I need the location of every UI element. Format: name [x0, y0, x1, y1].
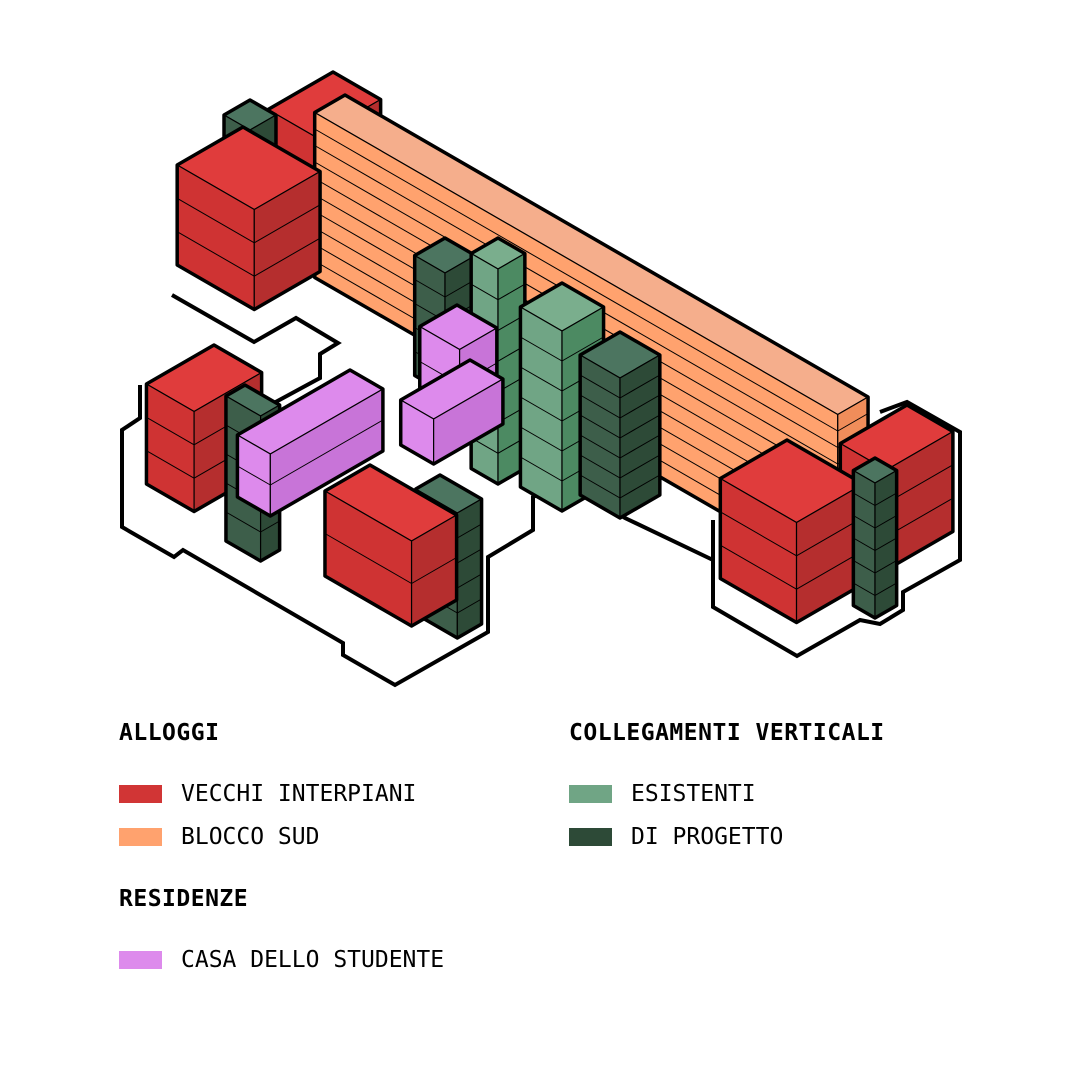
stair-tower-existing-large-outline	[518, 281, 606, 513]
stair-tower-east-new-outline	[851, 456, 899, 620]
stair-tower-east-new-floor-line	[853, 515, 876, 529]
swatch-blocco-sud	[119, 827, 162, 846]
stair-tower-existing-large-floor-line	[561, 336, 604, 362]
student-house-bar-floor-line	[237, 465, 271, 486]
stair-tower-east-new-floor-line	[853, 560, 876, 574]
stair-tower-south-new-floor-line	[457, 548, 482, 564]
stair-tower-existing-large-floor-line	[520, 426, 563, 452]
stair-tower-east-center-new-floor-line	[579, 374, 621, 399]
legend-item-casa-dello-studente: CASA DELLO STUDENTE	[119, 938, 444, 981]
swatch-di-progetto	[569, 827, 612, 846]
student-house-small-outline	[398, 358, 505, 466]
stair-tower-east-center-new-floor-line	[619, 414, 661, 439]
red-block-west-floor-line	[146, 416, 195, 446]
stair-tower-east-new-floor-line	[853, 537, 876, 551]
stair-tower-east-center-new-right-face	[619, 354, 661, 519]
red-block-north-floor-line	[254, 204, 321, 244]
legend-title-residenze: RESIDENZE	[119, 886, 249, 912]
red-block-south-outline	[323, 463, 459, 628]
blocco-sud-floor-line	[314, 128, 839, 432]
legend-label: CASA DELLO STUDENTE	[181, 946, 445, 973]
stair-tower-east-center-new-floor-line	[619, 474, 661, 499]
stair-tower-east-new-floor-line	[874, 515, 897, 529]
stair-tower-east-center-new-floor-line	[619, 394, 661, 419]
site-outline-east	[711, 399, 962, 659]
red-block-east-floor-line	[720, 511, 797, 557]
legend-item-di-progetto: DI PROGETTO	[569, 815, 885, 858]
stair-tower-south-new-right-face	[456, 498, 483, 639]
legend-label: DI PROGETTO	[631, 823, 784, 850]
stair-tower-east-center-new-floor-line	[579, 394, 621, 419]
stair-tower-east-center-new-floor-line	[579, 474, 621, 499]
stair-tower-east-new-floor-line	[874, 582, 897, 596]
stair-tower-center-new-floor-line	[414, 279, 446, 298]
stair-tower-west-new-floor-line	[260, 520, 280, 533]
legend-label: BLOCCO SUD	[181, 823, 320, 850]
stair-tower-east-new-floor-line	[853, 582, 876, 596]
legend-item-blocco-sud: BLOCCO SUD	[119, 815, 416, 858]
red-block-east-floor-line	[720, 544, 797, 590]
red-block-north-floor-line	[176, 197, 255, 244]
stair-tower-existing-large-floor-line	[520, 396, 563, 422]
stair-tower-existing-large-floor-line	[520, 336, 563, 362]
site-outline-west	[120, 385, 580, 688]
stair-tower-east-center-new-floor-line	[619, 374, 661, 399]
legend-item-vecchi-interpiani: VECCHI INTERPIANI	[119, 772, 416, 815]
red-block-north-floor-line	[254, 237, 321, 277]
stair-tower-east-center-new-floor-line	[619, 434, 661, 459]
legend-label: VECCHI INTERPIANI	[181, 780, 417, 807]
site-outline-north	[171, 293, 342, 406]
stair-tower-existing-small-floor-line	[470, 283, 499, 301]
stair-tower-east-center-new-left-face	[579, 354, 621, 519]
legend-item-esistenti: ESISTENTI	[569, 772, 885, 815]
stair-tower-south-new-outline	[414, 473, 484, 640]
legend-collegamenti: COLLEGAMENTI VERTICALI ESISTENTI DI PROG…	[569, 720, 885, 858]
legend-residenze: RESIDENZE CASA DELLO STUDENTE	[119, 886, 444, 981]
red-block-south-floor-line	[324, 533, 412, 584]
stair-tower-south-new-floor-line	[457, 598, 482, 614]
stair-tower-east-center-new-floor-line	[579, 434, 621, 459]
student-house-bar-outline	[235, 368, 385, 518]
stair-tower-east-new-floor-line	[874, 560, 897, 574]
stair-tower-existing-large-floor-line	[520, 366, 563, 392]
red-block-south-floor-line	[411, 557, 457, 584]
stair-tower-existing-large-floor-line	[520, 456, 563, 482]
swatch-vecchi-interpiani	[119, 784, 162, 803]
stair-tower-east-new-floor-line	[874, 492, 897, 506]
student-house-bar-floor-line	[270, 419, 384, 486]
stair-tower-east-center-new-floor-line	[619, 454, 661, 479]
stair-tower-east-center-new-outline	[578, 330, 662, 520]
stair-tower-east-new-floor-line	[874, 537, 897, 551]
swatch-esistenti	[569, 784, 612, 803]
stair-tower-south-new-floor-line	[457, 573, 482, 589]
red-block-north-outline	[175, 125, 322, 312]
legend-label: ESISTENTI	[631, 780, 756, 807]
red-block-north-floor-line	[176, 231, 255, 277]
stair-tower-east-new-floor-line	[853, 492, 876, 506]
legend-title-collegamenti: COLLEGAMENTI VERTICALI	[569, 720, 885, 746]
red-block-west-floor-line	[146, 450, 195, 479]
swatch-casa-dello-studente	[119, 950, 162, 969]
stair-tower-east-center-new-floor-line	[579, 454, 621, 479]
legend-alloggi: ALLOGGI VECCHI INTERPIANI BLOCCO SUD	[119, 720, 416, 858]
legend-title-alloggi: ALLOGGI	[119, 720, 220, 746]
stair-tower-west-new-floor-line	[225, 511, 261, 533]
blocco-sud-floor-line	[837, 413, 869, 432]
stair-tower-south-new-floor-line	[457, 523, 482, 539]
stair-tower-existing-small-outline	[469, 236, 527, 486]
stair-tower-east-center-new-floor-line	[579, 414, 621, 439]
stair-tower-west-new-outline	[224, 383, 282, 563]
red-block-west-outline	[144, 343, 264, 514]
stair-tower-existing-small-floor-line	[497, 283, 526, 301]
